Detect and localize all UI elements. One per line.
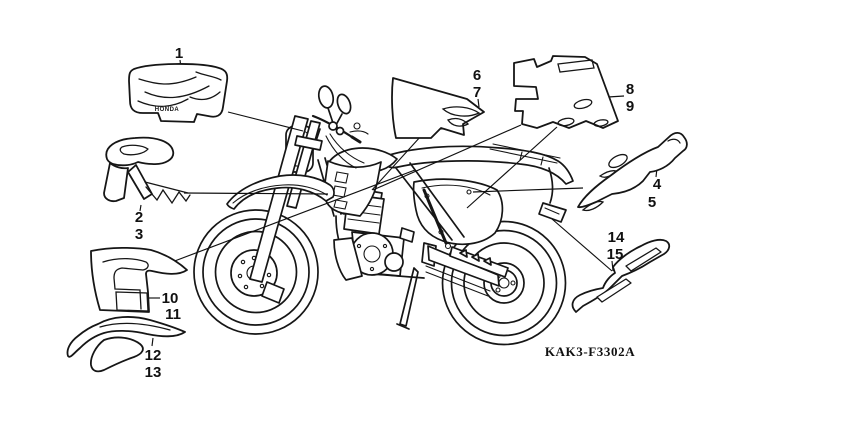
part-code: KAK3-F3302A [545, 344, 635, 359]
leader-line-10-11 [171, 169, 416, 263]
callout-4[interactable]: 4 [653, 176, 662, 193]
callout-8[interactable]: 8 [626, 81, 634, 98]
decal-part-14-15 [571, 238, 671, 313]
engine [333, 187, 415, 281]
decal-part-12-13 [66, 316, 186, 373]
decal-part-10-11 [90, 246, 188, 313]
callout-9[interactable]: 9 [626, 98, 634, 115]
decal-part-6-7 [391, 77, 485, 139]
callouts: 1 2 3 4 5 6 7 8 9 10 11 12 13 14 15 [135, 45, 662, 381]
leader-line-8-9-b [466, 126, 558, 209]
decal-part-4-5 [577, 131, 688, 212]
decal-part-2-3 [103, 136, 191, 205]
leader-line-4-5 [472, 187, 584, 193]
decal-brand-text: HONDA [155, 107, 180, 113]
callout-13[interactable]: 13 [145, 364, 162, 381]
front-fender [226, 174, 335, 210]
callout-1[interactable]: 1 [175, 45, 183, 62]
callout-15[interactable]: 15 [607, 246, 624, 263]
tick-12-13 [151, 337, 154, 347]
callout-10[interactable]: 10 [162, 290, 179, 307]
decal-part-1: HONDA [128, 63, 229, 123]
leader-line-6-7 [371, 135, 422, 191]
swingarm [421, 242, 509, 297]
kickstand [396, 267, 419, 330]
motorcycle-illustration [193, 85, 574, 346]
callout-11[interactable]: 11 [165, 306, 181, 323]
leader-line-8-9-a [372, 124, 522, 191]
tick-8-9 [607, 95, 625, 98]
fuel-tank-and-shroud [323, 147, 398, 217]
tick-2-3 [139, 204, 142, 212]
callout-14[interactable]: 14 [608, 229, 625, 246]
side-cover-panel [412, 178, 504, 246]
leader-line-14-15 [551, 218, 613, 272]
callout-3[interactable]: 3 [135, 226, 143, 243]
callout-6[interactable]: 6 [473, 67, 481, 84]
tick-6-7 [477, 98, 480, 108]
callout-7[interactable]: 7 [473, 84, 481, 101]
leader-line-2-3 [183, 192, 329, 195]
leader-lines [139, 59, 658, 347]
leader-line-1 [227, 111, 304, 132]
decal-part-8-9 [513, 55, 619, 129]
callout-12[interactable]: 12 [145, 347, 162, 364]
callout-2[interactable]: 2 [135, 209, 143, 226]
callout-5[interactable]: 5 [648, 194, 656, 211]
